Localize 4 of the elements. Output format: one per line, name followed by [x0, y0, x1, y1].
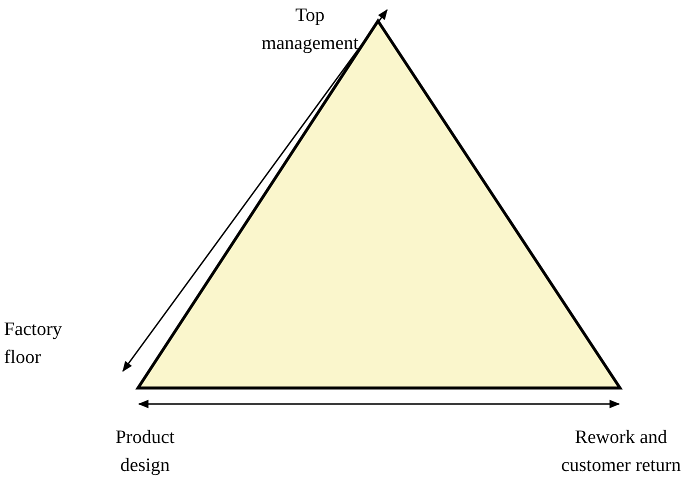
- axis-label: Rework and customer return: [560, 426, 682, 478]
- axis-label: Factory floor: [4, 318, 64, 370]
- axis-label: Product design: [114, 426, 176, 478]
- axis-label: Top management: [260, 4, 360, 56]
